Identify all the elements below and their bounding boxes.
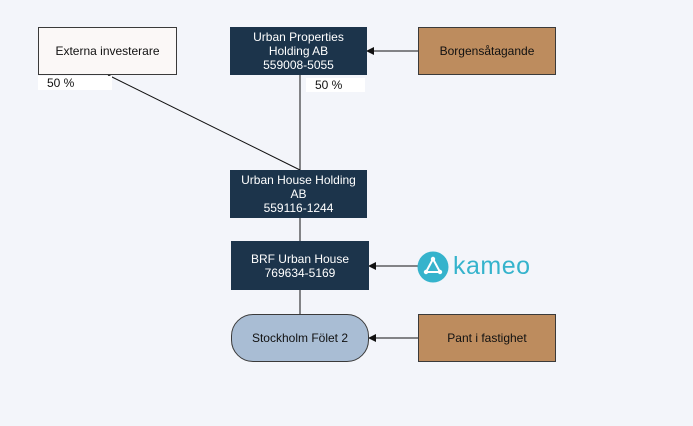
node-name-line2: Holding AB bbox=[268, 44, 329, 58]
node-org-number: 769634-5169 bbox=[264, 265, 336, 280]
node-brf-urban-house: BRF Urban House 769634-5169 bbox=[231, 241, 369, 290]
node-name-line2: AB bbox=[290, 187, 307, 201]
node-label: Externa investerare bbox=[55, 44, 160, 58]
node-borgensatagande: Borgensåtagande bbox=[418, 27, 556, 75]
line-externa-to-urban-house bbox=[107, 74, 301, 171]
ownership-pct-urban-properties: 50 % bbox=[306, 78, 365, 92]
node-label: Borgensåtagande bbox=[439, 44, 535, 58]
node-externa-investerare: Externa investerare bbox=[38, 27, 177, 75]
kameo-logo-icon bbox=[417, 251, 449, 282]
node-label: Pant i fastighet bbox=[447, 331, 527, 345]
node-urban-properties-holding: Urban Properties Holding AB 559008-5055 bbox=[230, 27, 367, 75]
kameo-logo: kameo bbox=[417, 251, 531, 282]
node-stockholm-folet: Stockholm Fölet 2 bbox=[231, 314, 369, 362]
node-label: Stockholm Fölet 2 bbox=[251, 331, 349, 345]
node-org-number: 559116-1244 bbox=[263, 201, 334, 215]
node-name-line1: Urban Properties bbox=[253, 30, 344, 44]
node-name-line1: Urban House Holding bbox=[241, 173, 356, 187]
node-org-number: 559008-5055 bbox=[263, 58, 334, 72]
node-pant-i-fastighet: Pant i fastighet bbox=[418, 314, 556, 362]
kameo-logo-text: kameo bbox=[453, 252, 531, 280]
ownership-pct-externa: 50 % bbox=[38, 76, 112, 90]
node-urban-house-holding: Urban House Holding AB 559116-1244 bbox=[230, 170, 367, 218]
node-name-line1: BRF Urban House bbox=[250, 251, 350, 266]
